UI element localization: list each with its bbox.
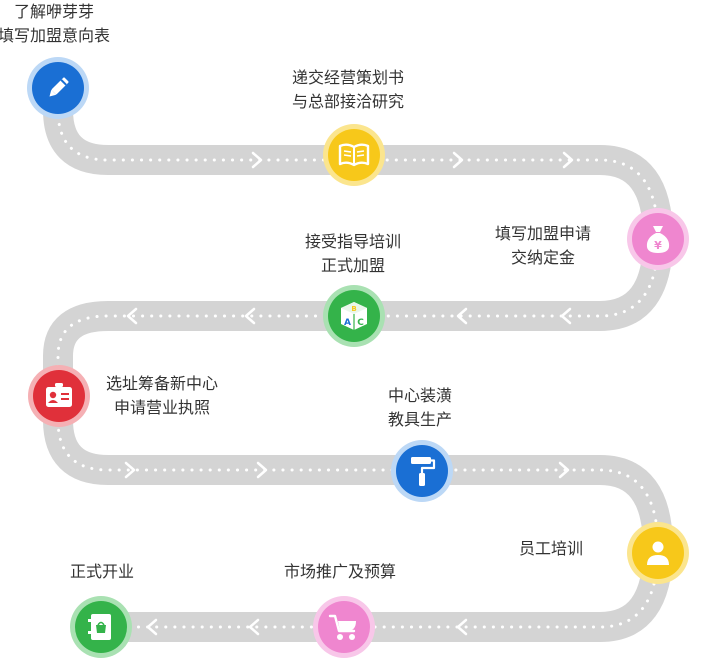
arrow-left-icon: [248, 618, 260, 636]
arrow-right-icon: [562, 151, 574, 169]
arrow-right-icon: [256, 461, 268, 479]
step-4-line2: 正式加盟: [321, 256, 386, 275]
arrow-left-icon: [146, 618, 158, 636]
step-6-line2: 教具生产: [388, 410, 453, 429]
step-2-line2: 与总部接洽研究: [292, 92, 405, 111]
arrow-left-icon: [560, 307, 572, 325]
paint-roller-icon: [411, 457, 436, 486]
baby-stroller-icon: [328, 614, 356, 640]
step-5-node: [28, 365, 90, 427]
step-8-label: 市场推广及预算: [284, 560, 396, 584]
step-1-line1: 了解咿芽芽: [14, 2, 95, 21]
step-2-label: 递交经营策划书 与总部接洽研究: [292, 66, 404, 114]
step-3-node: ¥: [627, 208, 689, 270]
step-8-line1: 市场推广及预算: [284, 562, 397, 581]
step-1-label: 了解咿芽芽 填写加盟意向表: [0, 0, 110, 48]
step-1-line2: 填写加盟意向表: [0, 26, 111, 45]
step-6-label: 中心装潢 教具生产: [388, 384, 452, 432]
step-8-node: [313, 596, 375, 658]
step-5-label: 选址筹备新中心 申请营业执照: [106, 372, 218, 420]
road-arrows: [124, 151, 574, 636]
step-7-label: 员工培训: [519, 537, 583, 561]
arrow-left-icon: [456, 307, 468, 325]
shop-icon: [88, 614, 111, 640]
step-5-line2: 申请营业执照: [114, 398, 211, 417]
step-9-label: 正式开业: [70, 560, 134, 584]
step-9-line1: 正式开业: [70, 562, 135, 581]
arrow-left-icon: [126, 307, 138, 325]
arrow-right-icon: [452, 151, 464, 169]
arrow-right-icon: [558, 461, 570, 479]
step-4-label: 接受指导培训 正式加盟: [305, 230, 401, 278]
user-icon: [647, 541, 669, 565]
road-center-dots: [56, 86, 660, 629]
step-6-line1: 中心装潢: [388, 386, 453, 405]
svg-text:A: A: [344, 318, 351, 328]
step-2-line1: 递交经营策划书: [292, 68, 405, 87]
step-7-node: [627, 522, 689, 584]
step-3-label: 填写加盟申请 交纳定金: [495, 222, 591, 270]
step-1-node: [27, 57, 89, 119]
money-bag-icon: ¥: [646, 226, 670, 253]
arrow-right-icon: [251, 151, 263, 169]
step-7-line1: 员工培训: [519, 539, 584, 558]
id-card-icon: [46, 383, 72, 407]
step-5-line1: 选址筹备新中心: [106, 374, 219, 393]
arrow-left-icon: [244, 307, 256, 325]
step-3-line2: 交纳定金: [511, 248, 576, 267]
svg-text:C: C: [357, 318, 364, 328]
arrow-right-icon: [124, 461, 136, 479]
svg-text:B: B: [351, 305, 356, 313]
step-9-node: [70, 596, 132, 658]
step-4-node: B A C: [323, 285, 385, 347]
svg-text:¥: ¥: [654, 239, 662, 252]
arrow-left-icon: [456, 618, 468, 636]
abc-blocks-icon: B A C: [341, 302, 367, 330]
step-3-line1: 填写加盟申请: [495, 224, 592, 243]
step-4-line1: 接受指导培训: [305, 232, 402, 251]
step-2-node: [323, 124, 385, 186]
pencil-icon: [49, 77, 69, 97]
book-icon: [338, 143, 370, 167]
step-6-node: [391, 440, 453, 502]
